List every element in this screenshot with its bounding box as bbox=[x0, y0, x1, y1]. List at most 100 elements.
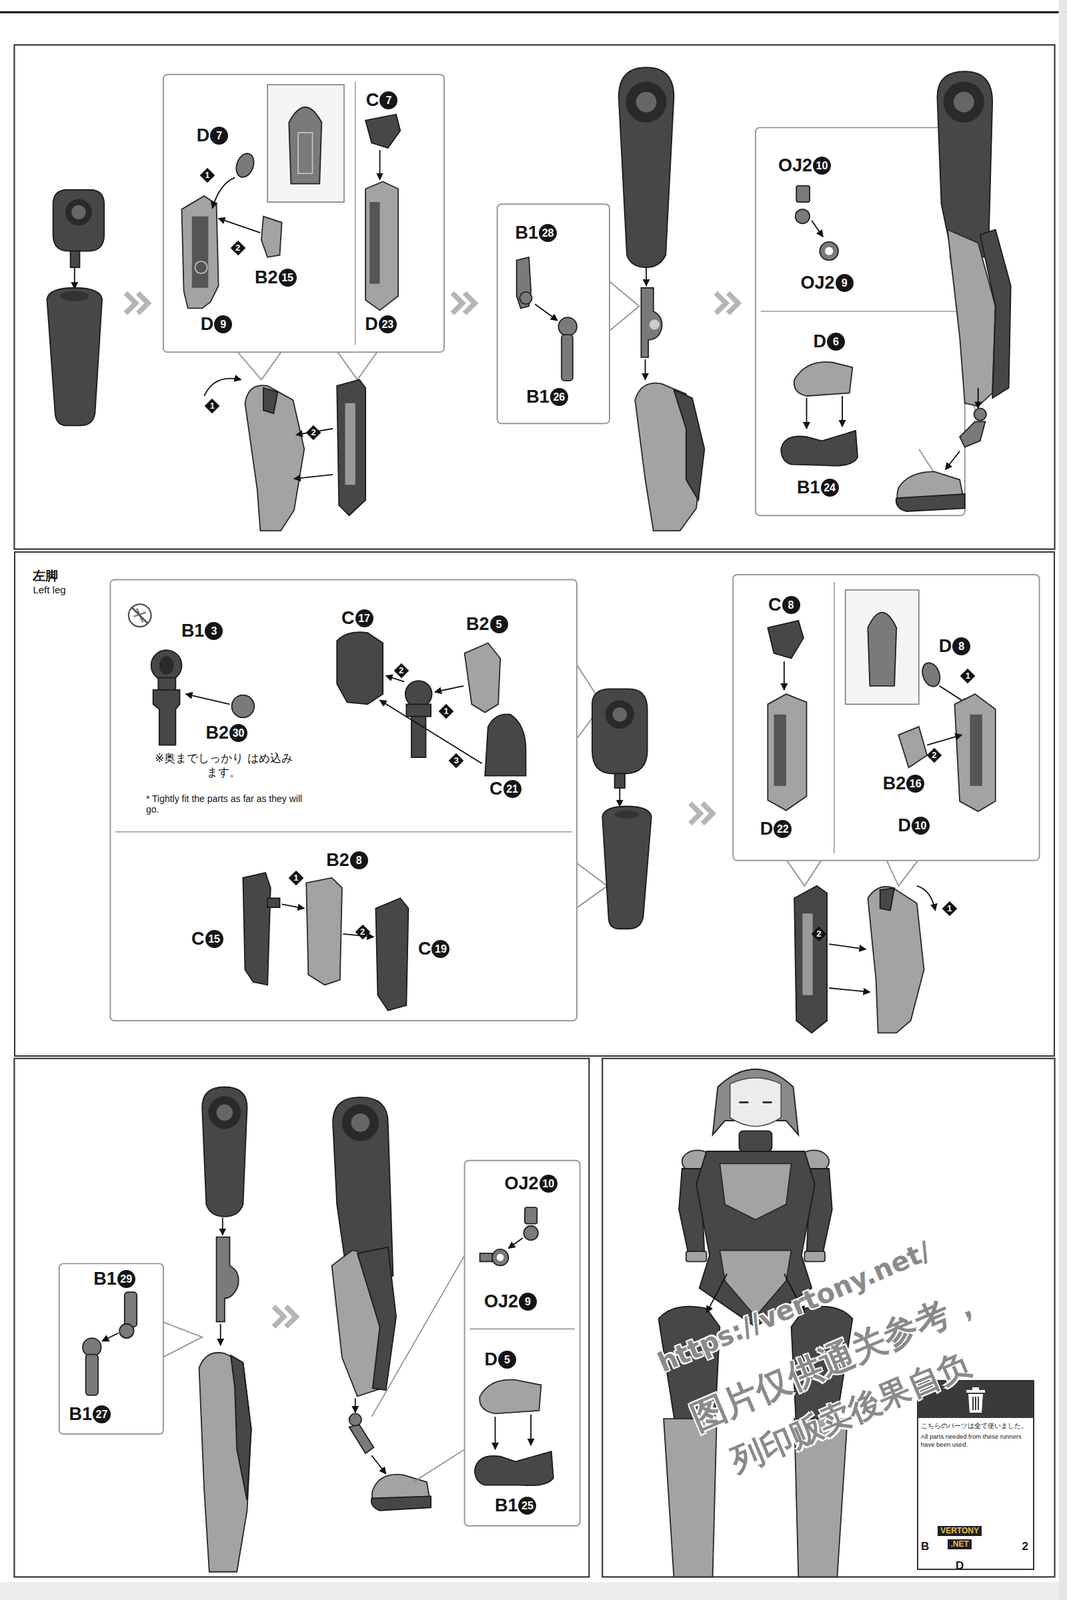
detail-box bbox=[59, 1263, 164, 1435]
part-name: C bbox=[191, 930, 205, 949]
thigh-assembly bbox=[208, 1096, 241, 1130]
detail-box bbox=[232, 695, 255, 719]
detail-box bbox=[794, 362, 853, 397]
callout-number: 28 bbox=[538, 224, 557, 243]
detail-box bbox=[524, 1207, 537, 1224]
trash-icon bbox=[962, 1385, 989, 1415]
detail-box bbox=[379, 150, 381, 180]
part-callout: B129 bbox=[92, 1270, 137, 1289]
detail-box bbox=[267, 898, 280, 908]
shin-assembly bbox=[294, 474, 333, 479]
part-callout: C21 bbox=[488, 780, 523, 799]
part-callout: D9 bbox=[199, 315, 235, 334]
detail-box bbox=[796, 186, 810, 203]
detail-box bbox=[918, 660, 943, 690]
detail-box bbox=[492, 1249, 509, 1266]
thigh-assembly bbox=[202, 1087, 247, 1218]
part-name: OJ2 bbox=[800, 274, 835, 293]
detail-box bbox=[119, 1324, 134, 1339]
part-callout: C17 bbox=[340, 609, 375, 628]
callout-number: 10 bbox=[911, 816, 930, 835]
detail-box bbox=[131, 607, 148, 624]
detail-box bbox=[464, 643, 501, 713]
part-callout: B125 bbox=[493, 1497, 539, 1516]
hip-joint bbox=[592, 688, 652, 929]
detail-box bbox=[773, 714, 786, 787]
step-diamond: 1 bbox=[942, 901, 957, 917]
callout-number: 7 bbox=[210, 126, 229, 145]
leg-assembly bbox=[371, 1255, 465, 1418]
detail-box bbox=[497, 204, 610, 424]
detail-box bbox=[288, 107, 322, 185]
shin-assembly bbox=[828, 944, 866, 950]
detail-box bbox=[261, 216, 283, 258]
part-name: D bbox=[200, 315, 215, 334]
detail-box bbox=[159, 656, 174, 675]
part-name: C bbox=[489, 780, 503, 799]
shin-assembly bbox=[344, 403, 355, 485]
trash-icon bbox=[972, 1387, 979, 1391]
shin-assembly bbox=[916, 886, 936, 911]
callout-number: 17 bbox=[355, 609, 374, 628]
detail-box bbox=[811, 220, 823, 237]
leg-assembly bbox=[943, 81, 985, 123]
callout-number: 3 bbox=[204, 622, 223, 641]
detail-box bbox=[474, 1451, 554, 1486]
hip-joint bbox=[618, 788, 621, 807]
shin-assembly bbox=[204, 378, 366, 532]
part-name: B1 bbox=[526, 388, 550, 407]
callout-number: 10 bbox=[812, 156, 831, 175]
detail-box bbox=[575, 862, 607, 909]
part-callout: B126 bbox=[524, 388, 570, 407]
leg-assembly bbox=[980, 229, 1011, 399]
leg-assembly bbox=[974, 408, 987, 421]
callout-number: 10 bbox=[539, 1175, 558, 1194]
detail-box bbox=[218, 218, 261, 233]
page-frame bbox=[0, 11, 1067, 14]
part-callout: D10 bbox=[896, 816, 931, 835]
hip-joint bbox=[74, 267, 76, 289]
shin-assembly bbox=[794, 886, 935, 1033]
part-callout: D5 bbox=[482, 1351, 518, 1370]
callout-number: 22 bbox=[773, 820, 792, 839]
part-callout: B25 bbox=[464, 615, 510, 634]
detail-box bbox=[954, 694, 995, 812]
step-number: 1 bbox=[960, 668, 975, 684]
detail-box bbox=[484, 714, 526, 776]
detail-box bbox=[236, 351, 282, 381]
hip-joint bbox=[65, 199, 93, 227]
hip-joint bbox=[602, 806, 651, 929]
detail-box bbox=[824, 247, 833, 256]
detail-box bbox=[519, 292, 532, 305]
part-callout: B28 bbox=[324, 851, 370, 870]
callout-number: 23 bbox=[378, 315, 397, 334]
part-callout: D22 bbox=[758, 820, 794, 839]
thigh-assembly bbox=[216, 1105, 233, 1122]
callout-number: 15 bbox=[205, 930, 224, 949]
part-name: C bbox=[768, 596, 782, 615]
detail-box bbox=[59, 1263, 203, 1435]
part-callout: B230 bbox=[204, 724, 250, 743]
leg-assembly bbox=[371, 1455, 386, 1475]
thigh-assembly bbox=[645, 267, 647, 287]
part-callout: D7 bbox=[195, 126, 231, 145]
detail-box bbox=[867, 612, 897, 687]
shin-assembly bbox=[336, 380, 366, 517]
callout-number: 8 bbox=[952, 637, 971, 656]
detail-box bbox=[845, 590, 919, 705]
part-callout: D23 bbox=[363, 315, 399, 334]
step-number: 2 bbox=[394, 663, 409, 679]
callout-number: 21 bbox=[503, 780, 522, 799]
part-name: B1 bbox=[93, 1270, 117, 1289]
detail-box bbox=[128, 604, 152, 627]
hip-joint bbox=[70, 251, 81, 268]
shin-assembly bbox=[204, 378, 241, 397]
detail-box bbox=[508, 1238, 523, 1249]
part-name: D bbox=[484, 1351, 498, 1370]
callout-number: 25 bbox=[518, 1497, 537, 1516]
detail-box bbox=[497, 204, 640, 424]
leg-assembly bbox=[332, 1097, 465, 1512]
detail-box bbox=[819, 242, 839, 261]
